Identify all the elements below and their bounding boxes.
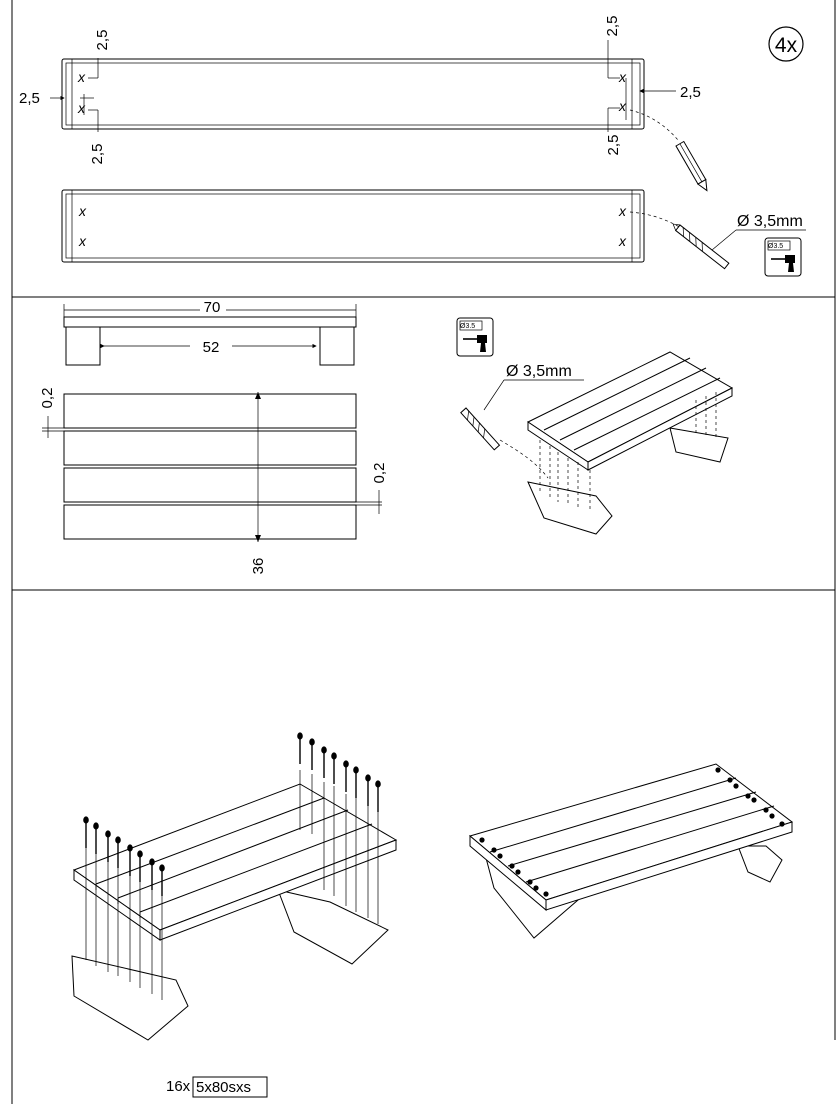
screw-icon — [374, 779, 382, 813]
screw-quantity: 16x — [166, 1078, 191, 1095]
dim-bottom-left: 2,5 — [89, 144, 106, 165]
bench-isometric-assembled — [468, 763, 794, 939]
dim-top-left: 2,5 — [94, 30, 111, 51]
drill-mark: x — [77, 100, 86, 116]
quantity-badge: 4x — [768, 26, 804, 62]
drill-mark: x — [77, 69, 86, 85]
step3-panel: 16x 5x80sxs — [71, 731, 794, 1098]
screw-icon — [364, 773, 372, 807]
screw-spec-box — [192, 1076, 268, 1098]
dim-top-right: 2,5 — [604, 16, 621, 37]
dim-depth: 36 — [250, 558, 267, 575]
bench-isometric-screwing — [71, 731, 398, 1041]
pencil-icon — [675, 140, 708, 192]
drill-bit-icon — [460, 407, 501, 451]
screw-hole-dots — [479, 767, 785, 897]
drill-mark: x — [618, 203, 627, 219]
screw-icon — [308, 737, 316, 771]
drill-mark: x — [618, 233, 627, 249]
dim-gap-right: 0,2 — [371, 463, 388, 484]
screw-icon — [352, 765, 360, 799]
bench-isometric-drilling — [527, 351, 734, 535]
page-frame — [11, 0, 836, 1104]
screw-icon — [92, 821, 100, 855]
dim-bottom-right: 2,5 — [605, 135, 622, 156]
drill-mark: x — [618, 98, 627, 114]
plank-top-view — [61, 58, 645, 130]
dim-left-side: 2,5 — [19, 90, 40, 107]
drill-diameter-label: Ø 3,5mm — [506, 363, 572, 380]
left-dimensions — [50, 58, 99, 132]
screw-spec: 5x80sxs — [196, 1079, 251, 1096]
bench-top-view — [42, 392, 382, 542]
drill-mark: x — [78, 233, 87, 249]
drill-tool-icon-label: Ø3.5 — [460, 323, 475, 330]
drill-mark: x — [618, 69, 627, 85]
screw-icon — [320, 745, 328, 779]
dim-right-side: 2,5 — [680, 84, 701, 101]
screw-icon — [342, 759, 350, 793]
drill-diameter-label: Ø 3,5mm — [737, 213, 803, 230]
screw-icon — [82, 815, 90, 849]
step2-panel: 70 52 0,2 0,2 36 Ø3.5 Ø 3,5mm — [39, 298, 734, 575]
bench-front-elevation — [63, 304, 357, 366]
drill-mark: x — [78, 203, 87, 219]
right-dimensions — [607, 40, 679, 141]
dim-total-width: 70 — [204, 299, 221, 316]
screw-guide-lines — [85, 770, 379, 1000]
step1-panel: 4x 2,5 2,5 2,5 x x — [19, 16, 806, 277]
screw-icon — [330, 751, 338, 785]
drill-tool-icon-label: Ø3.5 — [768, 243, 783, 250]
plank-bottom-view — [61, 189, 689, 263]
dim-inner-width: 52 — [203, 339, 220, 356]
drill-bit-icon — [672, 223, 730, 270]
dim-gap-top: 0,2 — [39, 388, 56, 409]
quantity-badge-text: 4x — [775, 34, 798, 57]
screw-icon — [296, 731, 304, 765]
